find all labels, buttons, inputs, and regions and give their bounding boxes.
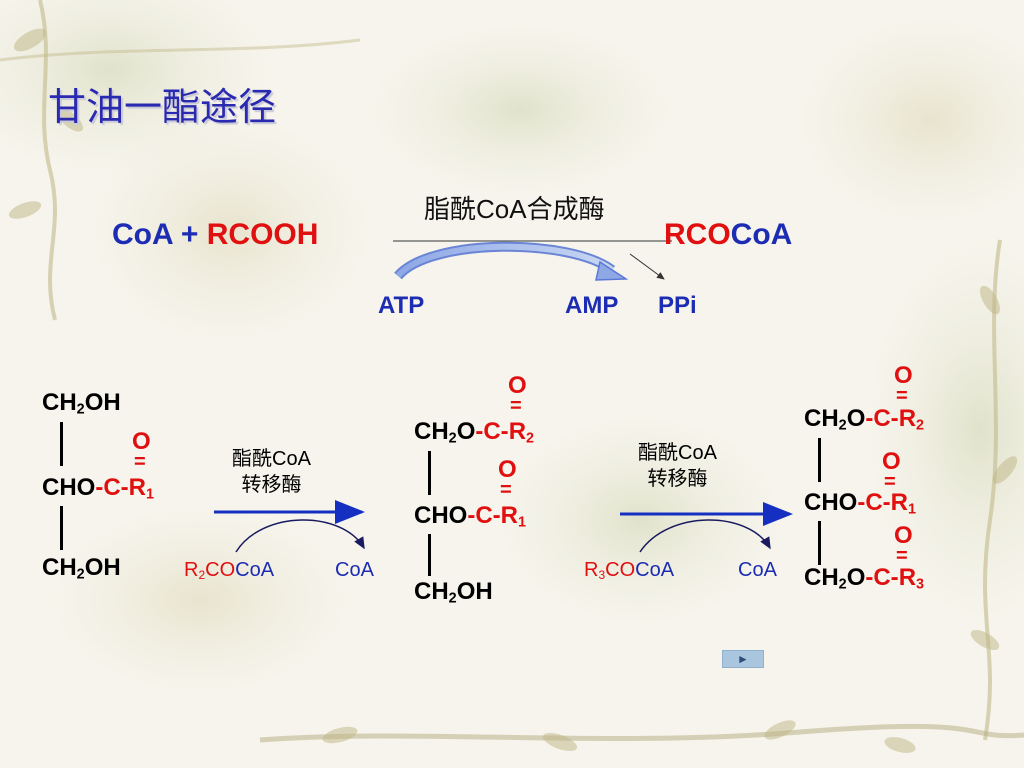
mono-carbonyl-o: O: [132, 428, 151, 455]
di-bond-1: [428, 451, 431, 495]
tri-bond-2: [818, 521, 821, 565]
di-middle-ester: CHO-C-R1: [414, 502, 527, 531]
di-bottom-ch2oh: CH2OH: [414, 578, 493, 607]
mono-top-ch2oh: CH2OH: [42, 389, 121, 418]
reactants: CoA + RCOOH: [112, 218, 319, 251]
tri-top-carbonyl-o: O: [894, 362, 913, 389]
mono-bottom-ch2oh: CH2OH: [42, 554, 121, 583]
mono-bond-2: [60, 506, 63, 550]
di-bond-2: [428, 534, 431, 576]
next-slide-button[interactable]: ►: [722, 650, 764, 668]
mono-middle-ester: CHO-C-R1: [42, 474, 155, 503]
page-title: 甘油一酯途径: [48, 85, 277, 129]
tri-bond-1: [818, 438, 821, 482]
mono-double-bond: =: [134, 451, 146, 473]
tri-top-double-bond: =: [896, 385, 908, 407]
ppi-label: PPi: [658, 292, 697, 319]
acyl-coa-product: RCOCoA: [664, 218, 793, 251]
step2-donor: R3COCoA: [584, 559, 675, 582]
step1-released-coa: CoA: [335, 559, 374, 581]
di-mid-carbonyl-o: O: [498, 456, 517, 483]
amp-label: AMP: [565, 292, 619, 319]
di-mid-double-bond: =: [500, 479, 512, 501]
tri-bottom-carbonyl-o: O: [894, 522, 913, 549]
tri-bottom-double-bond: =: [896, 545, 908, 567]
mono-bond-1: [60, 422, 63, 466]
di-top-double-bond: =: [510, 395, 522, 417]
di-top-carbonyl-o: O: [508, 372, 527, 399]
tri-top-ester: CH2O-C-R2: [804, 405, 925, 434]
step2-curve-arrow: [639, 519, 771, 553]
tri-mid-double-bond: =: [884, 471, 896, 493]
atp-label: ATP: [378, 292, 425, 319]
di-top-ester: CH2O-C-R2: [414, 418, 535, 447]
ppi-arrow: [629, 253, 665, 280]
step2-released-coa: CoA: [738, 559, 777, 581]
tri-bottom-ester: CH2O-C-R3: [804, 564, 925, 593]
tri-mid-carbonyl-o: O: [882, 448, 901, 475]
acyl-coa-synthetase-label: 脂酰CoA合成酶: [424, 194, 605, 224]
tri-middle-ester: CHO-C-R1: [804, 489, 917, 518]
step1-curve-arrow: [235, 519, 365, 553]
step1-donor: R2COCoA: [184, 559, 275, 582]
